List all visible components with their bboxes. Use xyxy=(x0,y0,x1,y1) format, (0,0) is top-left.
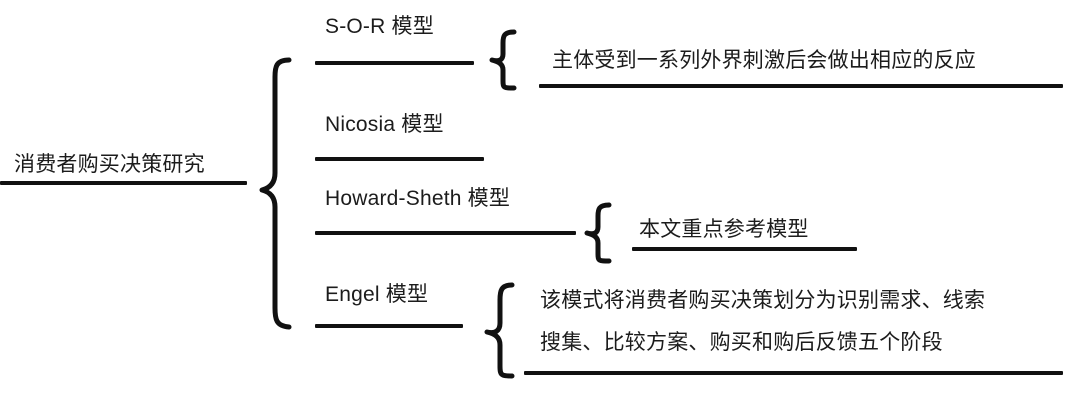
branch-description-4-line-2: 搜集、比较方案、购买和购后反馈五个阶段 xyxy=(540,331,943,354)
branch-underline-4 xyxy=(315,324,463,328)
branch-brace-icon-3 xyxy=(583,201,613,265)
branch-description-underline-1 xyxy=(539,84,1063,88)
root-node-underline xyxy=(0,181,247,185)
branch-label-4: Engel 模型 xyxy=(325,283,429,306)
branch-underline-1 xyxy=(315,61,474,65)
branch-description-3: 本文重点参考模型 xyxy=(639,218,809,241)
branch-underline-2 xyxy=(315,157,484,161)
branch-description-1: 主体受到一系列外界刺激后会做出相应的反应 xyxy=(552,49,976,72)
branch-brace-icon-1 xyxy=(488,28,518,92)
branch-label-1: S-O-R 模型 xyxy=(325,15,434,38)
main-brace-icon xyxy=(258,55,294,335)
branch-description-underline-3 xyxy=(632,247,857,251)
branch-label-3: Howard-Sheth 模型 xyxy=(325,187,511,210)
branch-description-4-line-1: 该模式将消费者购买决策划分为识别需求、线索 xyxy=(540,289,986,312)
branch-brace-icon-4 xyxy=(483,281,517,381)
branch-underline-3 xyxy=(315,231,576,235)
branch-description-underline-4 xyxy=(524,371,1063,375)
root-node-label: 消费者购买决策研究 xyxy=(14,153,205,176)
branch-label-2: Nicosia 模型 xyxy=(325,113,444,136)
